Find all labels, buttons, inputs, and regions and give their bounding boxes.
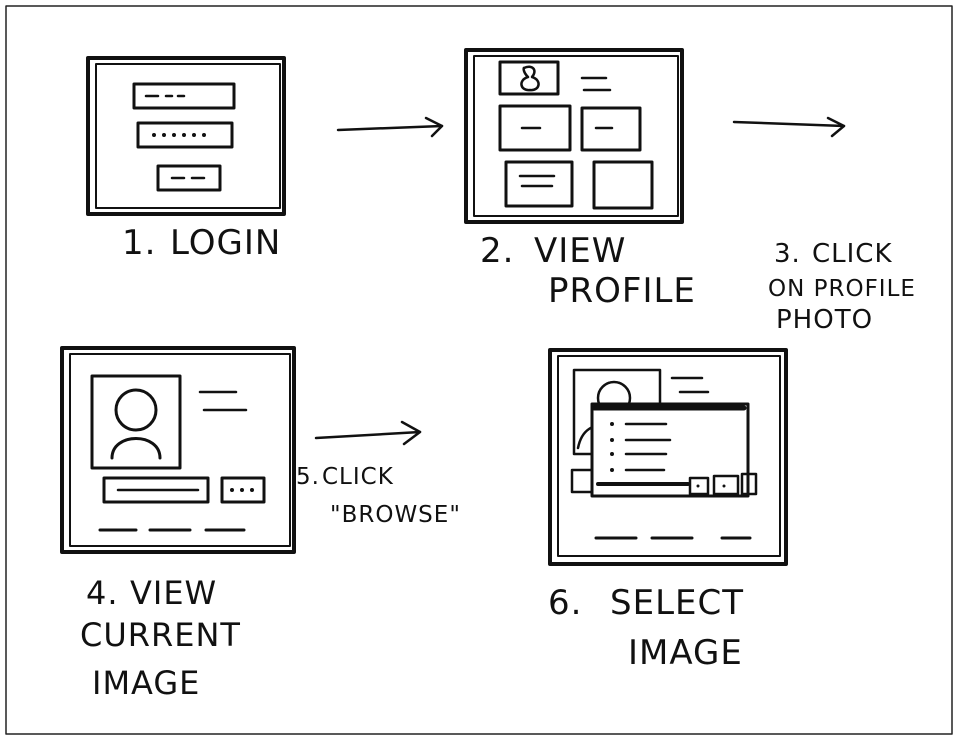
step-1-number: 1.	[122, 223, 156, 263]
step-5-number: 5.	[296, 464, 320, 490]
step-4-label-line-3: IMAGE	[92, 664, 200, 702]
step-4-number: 4.	[86, 574, 119, 612]
file-dialog	[590, 402, 750, 498]
frame-outline	[60, 346, 296, 554]
label-step-1: 1. LOGIN	[122, 223, 281, 263]
step-4-label-line-2: CURRENT	[80, 616, 241, 654]
label-step-5: 5. CLICK "BROWSE"	[296, 464, 461, 528]
frame-inner	[69, 353, 291, 547]
frame-outline	[86, 56, 286, 216]
dialog-button	[712, 474, 740, 496]
step-3-label-line-3: PHOTO	[776, 305, 873, 335]
step-3-number: 3.	[774, 239, 801, 269]
username-field	[132, 82, 236, 110]
frame-select-image	[548, 348, 788, 566]
arrow-4-to-6	[314, 420, 422, 446]
step-2-label-line-2: PROFILE	[548, 271, 696, 311]
step-4-label-line-1: VIEW	[130, 574, 217, 612]
panel-bottom-left	[504, 160, 574, 208]
step-2-number: 2.	[480, 231, 514, 271]
frame-outline	[548, 348, 788, 566]
frame-inner	[473, 55, 679, 217]
password-field	[136, 121, 234, 149]
step-1-label: LOGIN	[170, 223, 281, 263]
label-step-4: 4. VIEW CURRENT IMAGE	[80, 574, 241, 702]
file-path-field	[102, 476, 210, 504]
label-step-6: 6. SELECT IMAGE	[548, 583, 744, 673]
panel-bottom-right	[592, 160, 654, 210]
step-2-label-line-1: VIEW	[534, 231, 626, 271]
page-border	[5, 5, 953, 735]
arrow-2-to-3	[732, 116, 846, 138]
frame-view-profile	[464, 48, 684, 224]
arrow-1-to-2	[336, 116, 444, 138]
step-6-label-line-1: SELECT	[610, 583, 744, 623]
dialog-button	[740, 472, 758, 496]
step-3-label-line-2: ON PROFILE	[768, 276, 916, 302]
frame-view-current-image	[60, 346, 296, 554]
step-3-label-line-1: CLICK	[812, 239, 893, 269]
panel-lines	[518, 174, 556, 188]
detail-lines	[198, 390, 248, 412]
frame-login	[86, 56, 286, 216]
browse-button	[220, 476, 266, 504]
panel-top-left	[498, 104, 572, 152]
label-step-3: 3. CLICK ON PROFILE PHOTO	[768, 239, 916, 335]
detail-lines	[670, 376, 710, 394]
step-6-number: 6.	[548, 583, 582, 623]
dialog-button	[688, 476, 710, 496]
avatar-head	[114, 388, 158, 432]
step-6-label-line-2: IMAGE	[628, 633, 743, 673]
label-step-2: 2. VIEW PROFILE	[480, 231, 696, 311]
step-5-label-line-2: "BROWSE"	[330, 502, 461, 528]
frame-outline	[464, 48, 684, 224]
file-list-lines	[624, 422, 672, 472]
login-button	[156, 164, 222, 192]
profile-name-lines	[580, 76, 612, 92]
step-5-label-line-1: CLICK	[322, 464, 394, 490]
current-image-box	[90, 374, 182, 470]
frame-inner	[95, 63, 281, 209]
avatar-sketch	[520, 65, 540, 92]
avatar-body	[110, 437, 162, 460]
panel-top-right	[580, 106, 642, 152]
frame-inner	[557, 355, 781, 557]
profile-photo-thumb	[498, 60, 560, 96]
